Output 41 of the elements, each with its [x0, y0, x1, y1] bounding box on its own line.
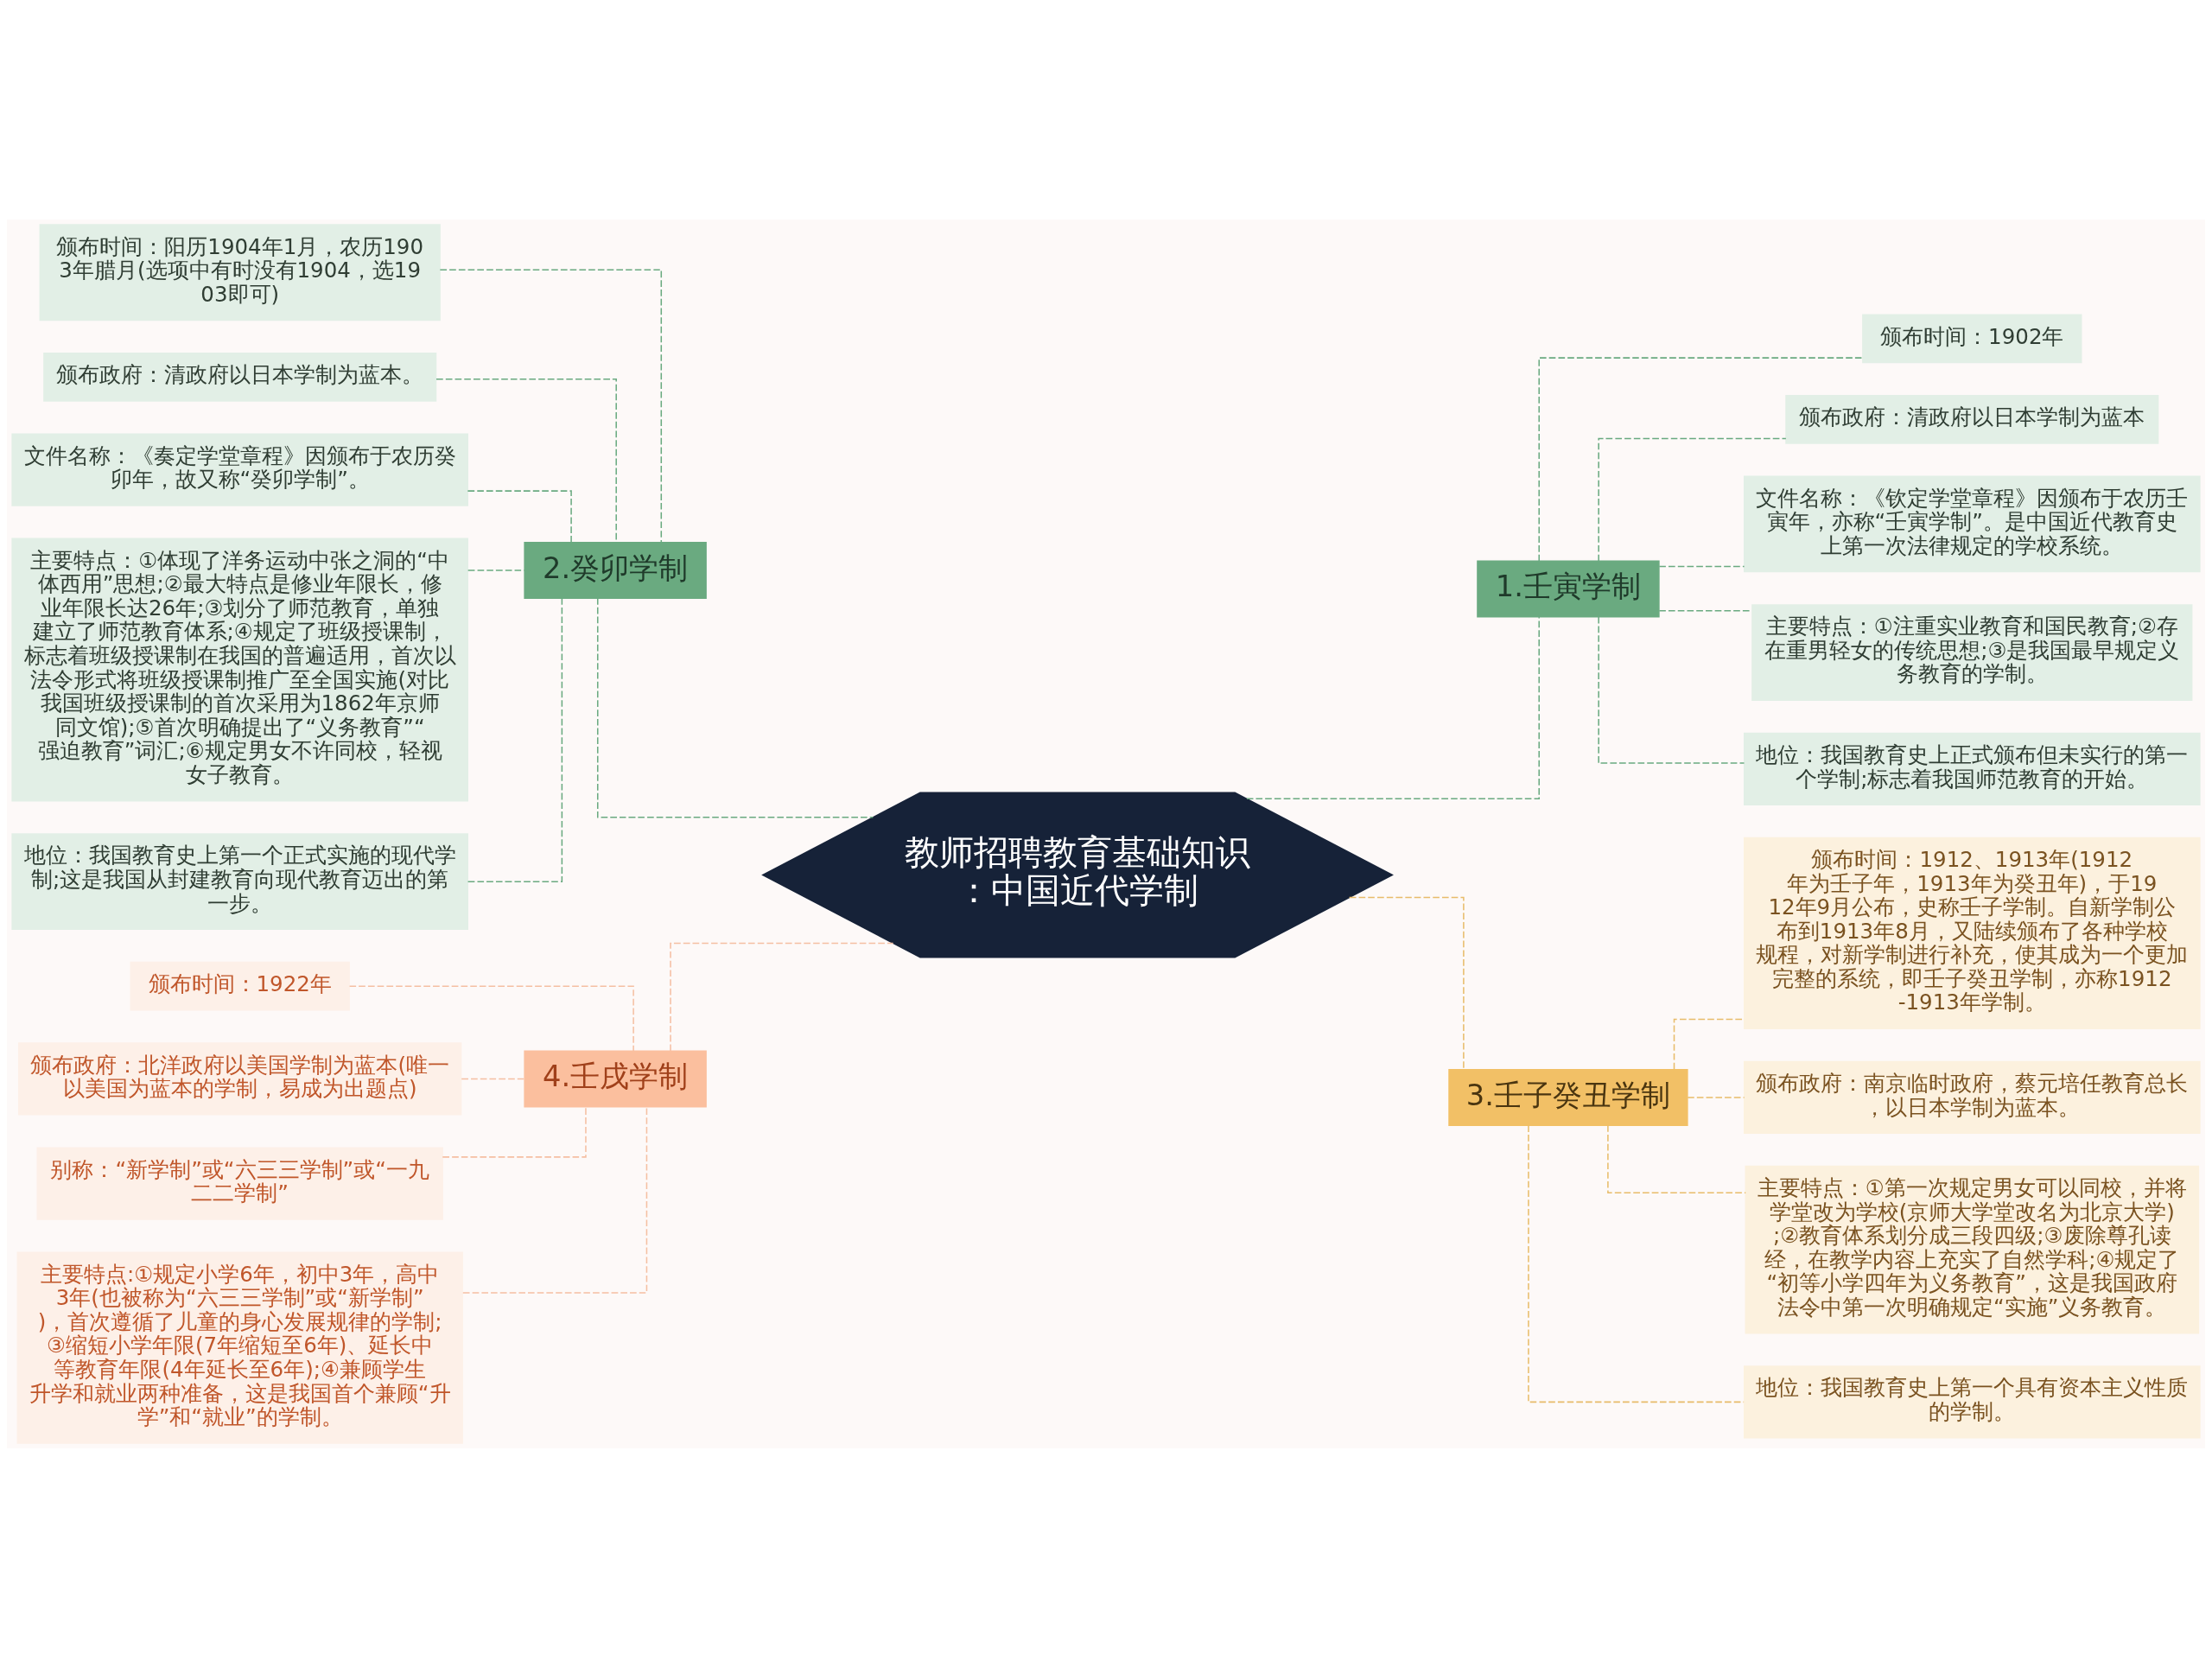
node-box: 地位：我国教育史上第一个正式实施的现代学制;这是我国从封建教育向现代教育迈出的第一步。 [11, 832, 469, 930]
node-box: 颁布政府：北洋政府以美国学制为蓝本(唯一以美国为蓝本的学制，易成为出题点) [18, 1041, 462, 1116]
node-box: 颁布政府：清政府以日本学制为蓝本 [1785, 394, 2159, 444]
node-box: 主要特点：①体现了洋务运动中张之洞的“中体西用”思想;②最大特点是修业年限长，修业年限长达26年;③划分了师范教育，单独建立了师范教育体系;④规定了班级授课制，标志着班级授课制在我国的普遍适用，首次以法令形式将班级授课制推广至全国实施(对比我国班级授课制的首次采用为1862年京师同文馆);⑤首次明确提出了“义务教育”“强迫教育”词汇;⑥规定男女不许同校，轻视女子教育。 [11, 538, 469, 801]
connector [1687, 1096, 1745, 1098]
node-box: 颁布政府：清政府以日本学制为蓝本。 [43, 352, 437, 402]
connector [467, 569, 525, 571]
node-box: 3.壬子癸丑学制 [1448, 1068, 1688, 1126]
node-box: 文件名称：《钦定学堂章程》因颁布于农历壬寅年，亦称“壬寅学制”。是中国近代教育史上第一次法律规定的学校系统。 [1743, 475, 2201, 572]
connector [596, 597, 874, 818]
node-box: 颁布时间：1922年 [130, 961, 350, 1011]
node-box: 1.壬寅学制 [1477, 560, 1660, 617]
node-box: 颁布时间：1902年 [1862, 314, 2082, 363]
connector [1658, 565, 1745, 567]
connector [1528, 1124, 1745, 1403]
connector [348, 984, 634, 1052]
connector [442, 1105, 587, 1158]
connector [1348, 896, 1465, 1070]
connector [670, 942, 894, 1052]
node-box: 颁布时间：1912、1913年(1912年为壬子年，1913年为癸丑年)，于1912年9月公布，史称壬子学制。自新学制公布到1913年8月，又陆续颁布了各种学校规程，对新学制进行补充，使其成为一个更加完整的系统，即壬子癸丑学制，亦称1912-1913年学制。 [1743, 837, 2201, 1029]
node-box: 主要特点：①注重实业教育和国民教育;②存在重男轻女的传统思想;③是我国最早规定义务教育的学制。 [1751, 603, 2193, 701]
node-box: 主要特点：①第一次规定男女可以同校，并将学堂改为学校(京师大学堂改名为北京大学);②教育体系划分成三段四级;③废除尊孔读经，在教学内容上充实了自然学科;④规定了“初等小学四年为义务教育”，这是我国政府法令中第一次明确规定“实施”义务教育。 [1745, 1165, 2200, 1333]
connector [1538, 356, 1864, 562]
node-box: 2.癸卯学制 [524, 541, 707, 599]
node-box: 颁布政府：南京临时政府，蔡元培任教育总长，以日本学制为蓝本。 [1743, 1060, 2201, 1134]
node-box: 别称：“新学制”或“六三三学制”或“一九二二学制” [36, 1146, 443, 1220]
connector [439, 268, 663, 543]
node-box: 地位：我国教育史上正式颁布但未实行的第一个学制;标志着我国师范教育的开始。 [1743, 732, 2201, 805]
connector [467, 489, 572, 543]
connector [1598, 615, 1745, 764]
node-box: 主要特点:①规定小学6年，初中3年，高中3年(也被称为“六三三学制”或“新学制”)，首次遵循了儿童的身心发展规律的学制;③缩短小学年限(7年缩短至6年)、延长中等教育年限(4年延长至6年);④兼顾学生升学和就业两种准备，这是我国首个兼顾“升学”和“就业”的学制。 [16, 1250, 463, 1444]
connector [467, 597, 563, 882]
node-box: 文件名称：《奏定学堂章程》因颁布于农历癸卯年，故又称“癸卯学制”。 [11, 432, 469, 506]
connector [435, 378, 617, 544]
node-box: 颁布时间：阳历1904年1月，农历1903年腊月(选项中有时没有1904，选1903即可) [39, 223, 441, 321]
connector [1607, 1124, 1746, 1193]
connector [1246, 615, 1540, 799]
connector [1598, 437, 1787, 562]
node-box: 地位：我国教育史上第一个具有资本主义性质的学制。 [1743, 1365, 2201, 1438]
node-box: 4.壬戌学制 [524, 1050, 707, 1107]
connector [461, 1078, 525, 1079]
